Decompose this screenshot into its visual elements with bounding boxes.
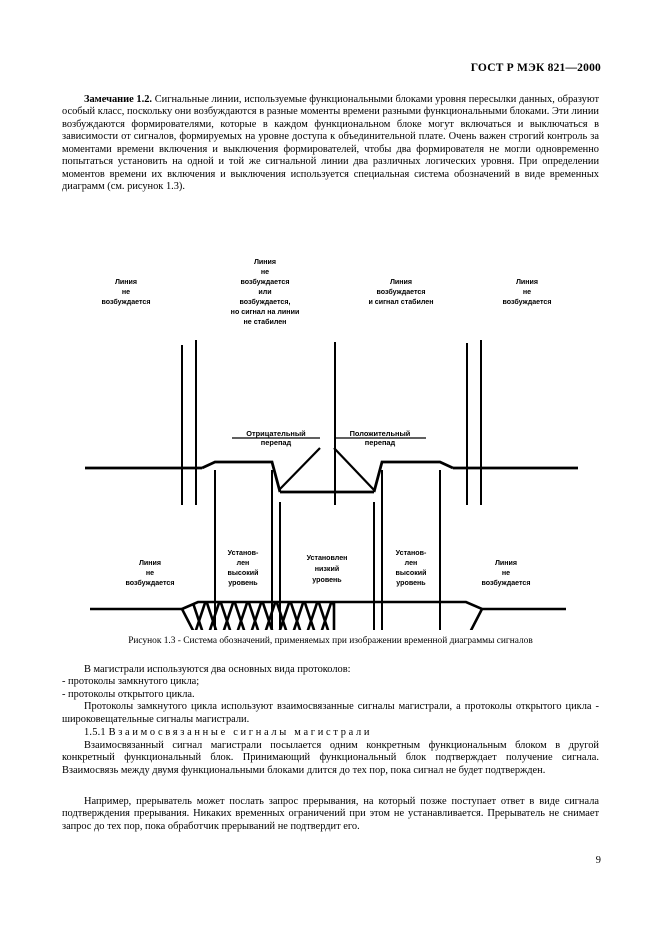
svg-text:перепад: перепад	[261, 438, 292, 447]
svg-text:но сигнал на линии: но сигнал на линии	[231, 308, 300, 316]
svg-text:Установлен: Установлен	[307, 554, 348, 562]
protocols-body: Протоколы замкнутого цикла используют вз…	[62, 701, 599, 725]
protocols-paragraph: В магистрали используются два основных в…	[62, 664, 599, 726]
svg-text:возбуждается: возбуждается	[503, 298, 552, 306]
diagram1-label-undriven-right: Линия не возбуждается	[503, 278, 552, 306]
svg-text:Положительный: Положительный	[350, 429, 411, 438]
svg-text:не: не	[146, 569, 154, 577]
svg-text:перепад: перепад	[365, 438, 396, 447]
svg-text:возбуждается: возбуждается	[102, 298, 151, 306]
diagram1-dividers	[181, 340, 482, 505]
svg-text:и сигнал стабилен: и сигнал стабилен	[368, 298, 433, 306]
svg-text:Установ-: Установ-	[228, 549, 259, 557]
diagram2-dividers	[214, 470, 441, 630]
diagram2-callout-positive: Положительный перепад	[334, 429, 426, 447]
diagram1-label-driven-stable: Линия возбуждается и сигнал стабилен	[368, 278, 433, 306]
diagram1-label-undriven-left: Линия не возбуждается	[102, 278, 151, 306]
svg-text:Линия: Линия	[115, 278, 137, 286]
svg-text:возбуждается: возбуждается	[126, 579, 175, 587]
note-label: Замечание 1.2.	[84, 94, 153, 105]
diagram2-leader-lines	[278, 447, 375, 491]
diagram2-label-undriven-right: Линия не возбуждается	[482, 559, 531, 587]
svg-text:возбуждается: возбуждается	[482, 579, 531, 587]
svg-text:не: не	[122, 288, 130, 296]
figure-caption: Рисунок 1.3 - Система обозначений, приме…	[128, 636, 533, 646]
svg-text:лен: лен	[405, 559, 418, 567]
svg-text:возбуждается,: возбуждается,	[240, 298, 291, 306]
svg-text:не: не	[502, 569, 510, 577]
note-paragraph: Замечание 1.2. Сигнальные линии, использ…	[62, 94, 599, 194]
diagram1-waveform	[90, 600, 566, 630]
interconnected-paragraph: Взаимосвязанный сигнал магистрали посыла…	[62, 740, 599, 776]
page-number: 9	[595, 855, 601, 866]
svg-text:низкий: низкий	[315, 565, 339, 573]
diagram1-label-unstable: Линия не возбуждается или возбуждается, …	[231, 258, 300, 326]
diagram2-label-high-right: Установ- лен высокий уровень	[396, 549, 427, 587]
section-title: Взаимосвязанные сигналы магистрали	[108, 727, 373, 738]
diagram1-crosshatch	[190, 602, 334, 630]
standard-header: ГОСТ Р МЭК 821—2000	[470, 62, 601, 74]
protocols-item-1: - протоколы замкнутого цикла;	[62, 676, 200, 688]
svg-text:не: не	[261, 268, 269, 276]
svg-text:возбуждается: возбуждается	[377, 288, 426, 296]
protocols-intro: В магистрали используются два основных в…	[84, 664, 351, 675]
svg-text:Линия: Линия	[254, 258, 276, 266]
svg-text:высокий: высокий	[228, 569, 259, 577]
svg-text:Линия: Линия	[139, 559, 161, 567]
diagram2-label-low: Установлен низкий уровень	[307, 554, 348, 584]
svg-text:Линия: Линия	[495, 559, 517, 567]
svg-text:Линия: Линия	[516, 278, 538, 286]
svg-text:лен: лен	[237, 559, 250, 567]
section-heading-1-5-1: 1.5.1 Взаимосвязанные сигналы магистрали	[62, 727, 599, 738]
svg-text:Линия: Линия	[390, 278, 412, 286]
diagram2-label-undriven-left: Линия не возбуждается	[126, 559, 175, 587]
svg-text:уровень: уровень	[312, 576, 342, 584]
figure-1-3: Линия не возбуждается Линия не возбуждае…	[0, 240, 661, 630]
svg-text:уровень: уровень	[228, 579, 258, 587]
svg-text:Отрицательный: Отрицательный	[246, 429, 306, 438]
note-body: Сигнальные линии, используемые функциона…	[62, 94, 600, 193]
diagram2-callout-negative: Отрицательный перепад	[232, 429, 320, 447]
svg-text:высокий: высокий	[396, 569, 427, 577]
svg-text:Установ-: Установ-	[396, 549, 427, 557]
svg-text:не: не	[523, 288, 531, 296]
svg-text:уровень: уровень	[396, 579, 426, 587]
svg-text:возбуждается: возбуждается	[241, 278, 290, 286]
diagram2-label-high-left: Установ- лен высокий уровень	[228, 549, 259, 587]
example-paragraph: Например, прерыватель может послать запр…	[62, 796, 599, 832]
section-number: 1.5.1	[84, 727, 106, 738]
svg-text:не стабилен: не стабилен	[244, 318, 287, 326]
protocols-item-2: - протоколы открытого цикла.	[62, 688, 195, 700]
svg-text:или: или	[258, 288, 271, 296]
diagram2-waveform	[85, 460, 578, 494]
